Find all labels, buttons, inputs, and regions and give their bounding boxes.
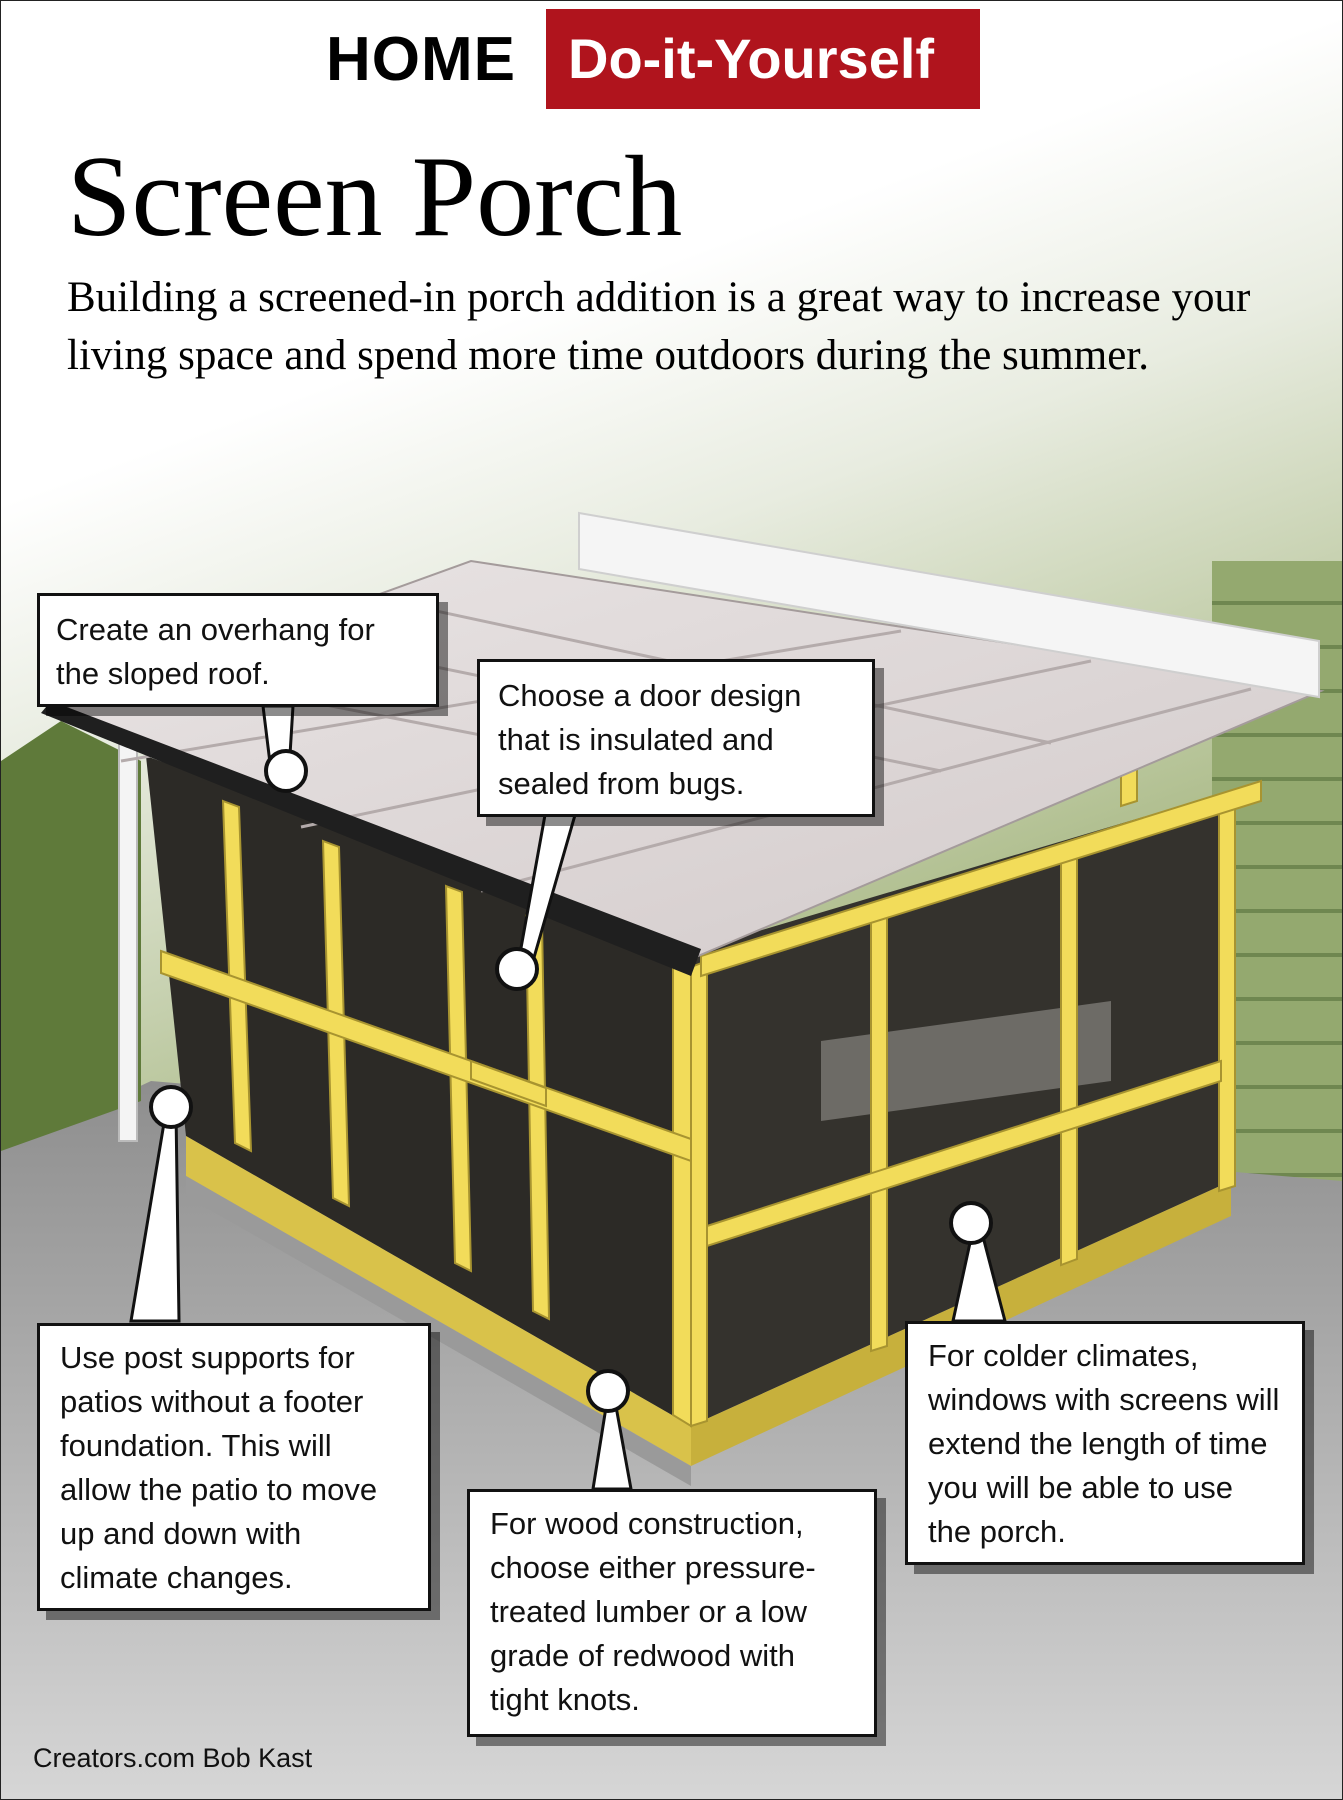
callout-post-supports: Use post supports for patios without a f…: [37, 1323, 431, 1611]
callout-overhang: Create an overhang for the sloped roof.: [37, 593, 439, 707]
screened-interior-side: [691, 791, 1231, 1426]
intro-text: Building a screened-in porch addition is…: [67, 274, 1251, 379]
callout-wood: For wood construction, choose either pre…: [467, 1489, 877, 1737]
diy-section-label: Do-it-Yourself: [546, 9, 981, 109]
callout-leaders: [129, 704, 1007, 1491]
porch-floor-hint: [821, 1001, 1111, 1121]
header-banner: HOME Do-it-Yourself: [326, 9, 981, 109]
front-frame: [160, 799, 692, 1428]
screened-interior: [146, 756, 691, 1426]
yard-grass: [1, 721, 141, 1151]
callout-windows: For colder climates, windows with screen…: [905, 1321, 1305, 1565]
page-title: Screen Porch: [67, 133, 683, 261]
credit-line: Creators.com Bob Kast: [33, 1743, 313, 1773]
callout-anchor-dots: [149, 749, 993, 1413]
foundation-strip: [186, 1176, 691, 1486]
downspout: [118, 740, 138, 1142]
base-beam: [186, 1136, 691, 1466]
home-label: HOME: [326, 24, 516, 94]
roof-flashing: [578, 511, 1320, 699]
side-frame: [690, 735, 1262, 1428]
callout-door: Choose a door design that is insulated a…: [477, 659, 875, 817]
